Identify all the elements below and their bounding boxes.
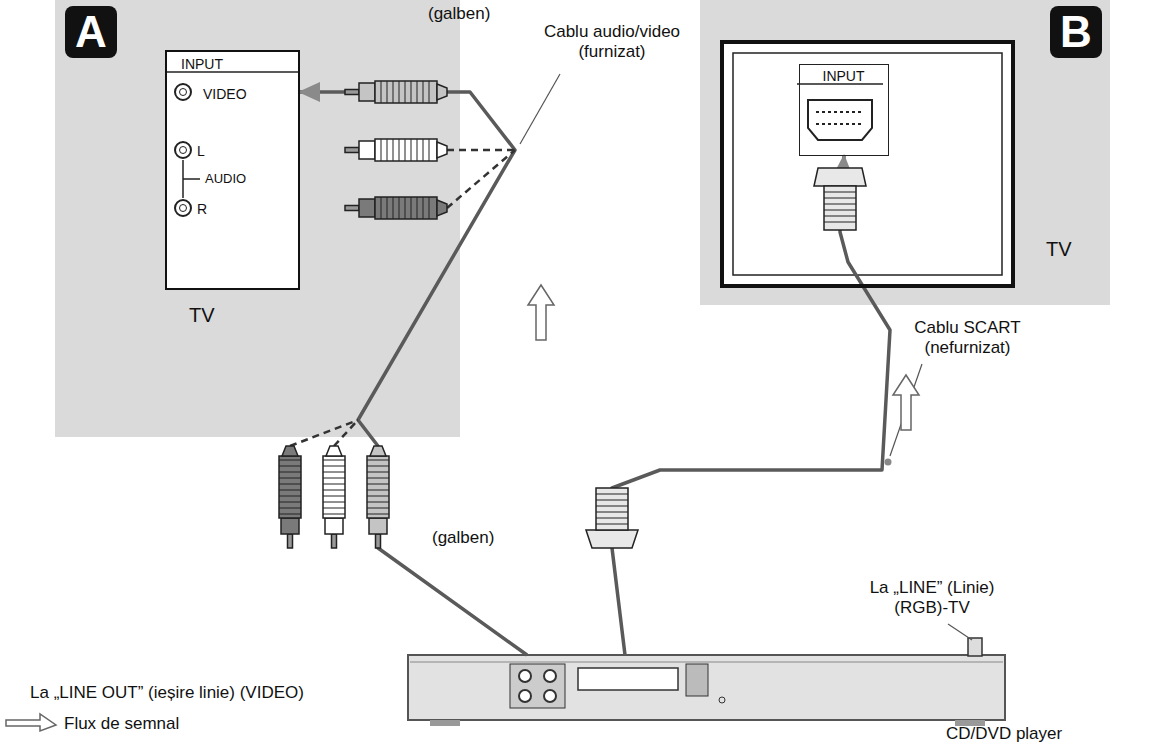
dvd-player: CD/DVD player — [408, 655, 1005, 720]
legend-text: Flux de semnal — [64, 714, 179, 734]
node-text: CD/DVD player — [946, 724, 1062, 744]
legend-arrow — [6, 714, 56, 731]
scart-plug — [814, 168, 866, 230]
callout-label: La „LINE OUT” (ieșire linie) (VIDEO) — [30, 683, 304, 703]
cable-connector — [300, 92, 527, 655]
node-text: VIDEO — [203, 86, 247, 102]
node-text: AUDIO — [205, 172, 246, 187]
leader-lines — [520, 74, 972, 640]
rca-plug — [345, 139, 447, 161]
callout-label: (galben) — [432, 528, 494, 548]
node-text: INPUT — [823, 68, 865, 84]
dvd-player-body — [408, 638, 1005, 726]
dashed-wires — [290, 150, 515, 446]
flow-arrows — [6, 285, 919, 731]
rca-plug — [279, 446, 301, 548]
panel: BTVINPUT — [700, 0, 1110, 305]
node-text: TV — [189, 304, 215, 327]
scart-plug — [586, 488, 638, 548]
node-text: INPUT — [181, 56, 223, 72]
rca-plug — [345, 197, 447, 219]
rca-plug — [367, 446, 389, 548]
panels — [55, 0, 1110, 437]
tv-box: INPUTVIDEOLAUDIORTV — [165, 50, 300, 290]
callout-label: Cablu SCART (nefurnizat) — [905, 318, 1030, 357]
panel: A INPUT VIDEO LAUDIO R TV — [55, 0, 460, 437]
callout-label: Cablu audio/video (furnizat) — [522, 22, 702, 61]
callout-label: La „LINE” (Linie) (RGB)-TV — [852, 578, 1012, 617]
tv-box: TVINPUT — [720, 40, 1015, 288]
panel-letter: B — [1050, 6, 1102, 58]
cable-connector — [612, 156, 890, 655]
rca-plug — [323, 446, 345, 548]
callout-label: (galben) — [428, 4, 490, 24]
panel-letter: A — [65, 6, 117, 58]
rca-plug — [345, 81, 447, 103]
cable-dot — [885, 459, 892, 466]
node-text: R — [197, 201, 207, 217]
node-text: TV — [1046, 238, 1072, 261]
tv-jacks — [167, 72, 883, 216]
node-text: L — [197, 143, 205, 159]
input-socket: INPUT — [799, 64, 889, 156]
